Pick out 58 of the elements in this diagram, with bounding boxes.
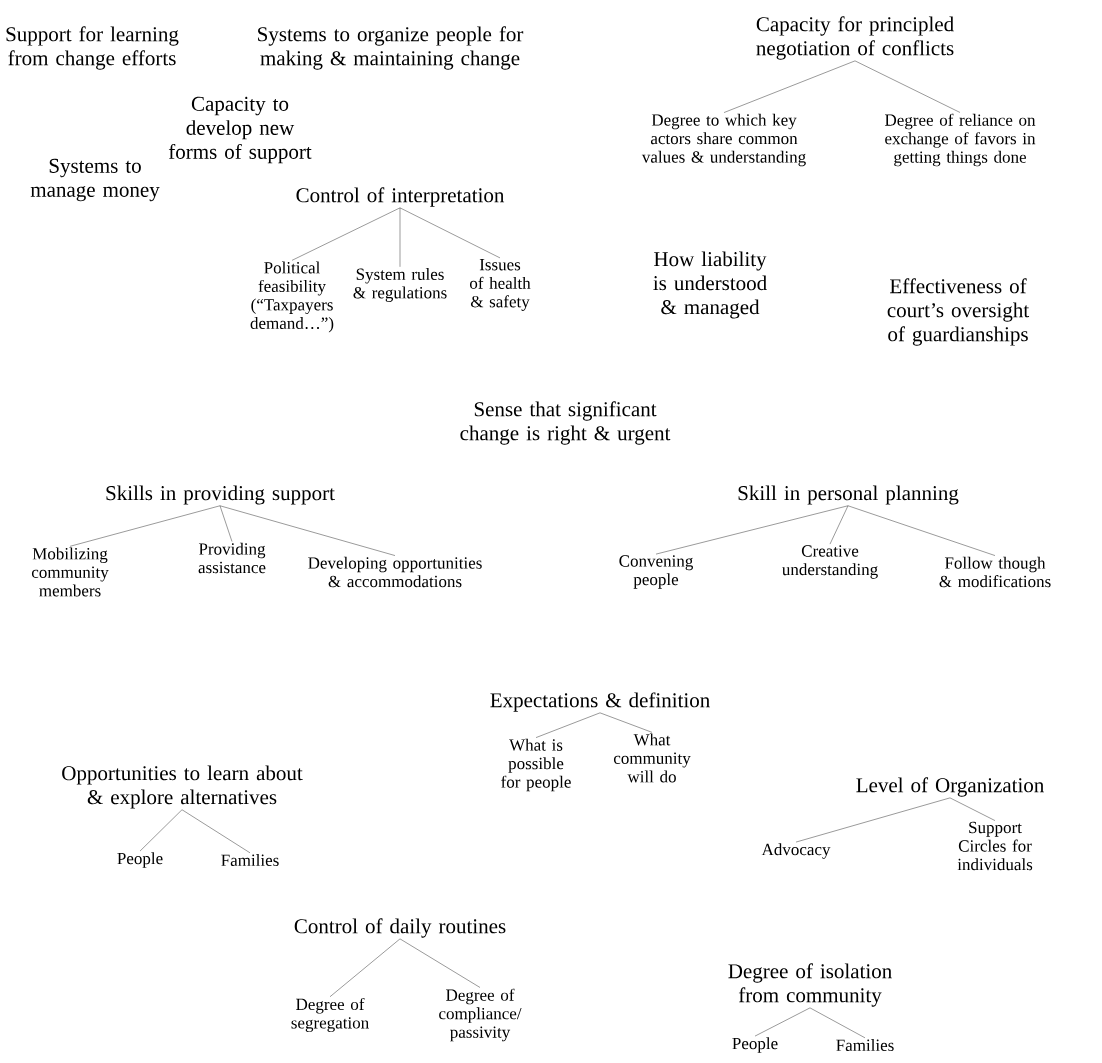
connector-line (291, 207, 401, 261)
text-label: Systems to organize people for making & maintaining change (258, 26, 524, 70)
text-label: How liability is understood & managed (653, 251, 767, 319)
connector-line (599, 712, 653, 733)
text-label: Political feasibility (“Taxpayers demand…”) (250, 261, 334, 333)
text-label: Effectiveness of court’s oversight of guardianships (887, 278, 1030, 346)
text-label: Skills in providing support (106, 485, 335, 505)
text-label: System rules & regulations (353, 268, 447, 302)
connector-line (139, 809, 183, 852)
text-label: Degree of reliance on exchange of favors in getting things done (885, 113, 1036, 167)
connector-line (829, 505, 849, 545)
connector-line (535, 712, 601, 738)
text-label: Systems to manage money (30, 158, 160, 202)
text-label: Capacity for principled negotiation of conflicts (756, 16, 954, 60)
text-label: Support Circles for individuals (957, 821, 1033, 871)
connector-line (809, 1007, 866, 1039)
text-label: Control of interpretation (296, 187, 505, 207)
text-label: Skill in personal planning (738, 485, 959, 505)
text-label: Support for learning from change efforts (6, 26, 179, 70)
connector-line (219, 505, 396, 556)
connector-line (219, 505, 233, 542)
connector-line (181, 809, 251, 854)
connector-line (847, 505, 996, 556)
text-label: What is possible for people (501, 738, 571, 792)
connector-line (723, 60, 856, 113)
text-label: Follow though & modifications (939, 556, 1051, 588)
connector-line (399, 207, 401, 267)
connector-line (399, 938, 481, 988)
connector-line (754, 1007, 811, 1037)
text-label: Families (221, 854, 279, 866)
connector-line (854, 60, 961, 113)
text-label: Convening people (619, 555, 693, 589)
text-label: Developing opportunities & accommodations (308, 556, 482, 588)
text-label: Issues of health & safety (469, 259, 531, 311)
text-label: Level of Organization (856, 777, 1044, 797)
connector-line (949, 797, 996, 821)
text-label: Degree to which key actors share common values & understanding (641, 113, 806, 167)
text-label: Capacity to develop new forms of support (168, 96, 312, 164)
connector-line (655, 505, 849, 555)
text-label: People (117, 852, 163, 868)
text-label: Degree of segregation (291, 997, 369, 1033)
text-label: Degree of isolation from community (728, 963, 892, 1007)
text-label: Expectations & definition (490, 692, 710, 712)
text-label: What community will do (613, 733, 691, 783)
text-label: Sense that significant change is right & urgent (460, 401, 671, 445)
connector-line (399, 207, 501, 259)
text-label: Degree of compliance/ passivity (439, 988, 522, 1042)
text-label: Opportunities to learn about & explore alternatives (62, 765, 303, 809)
text-label: Mobilizing community members (31, 547, 109, 597)
text-label: Advocacy (761, 843, 831, 859)
text-label: Creative understanding (782, 545, 878, 579)
text-label: Families (836, 1039, 894, 1051)
connector-line (69, 505, 221, 547)
text-label: People (732, 1037, 778, 1053)
connector-line (329, 938, 401, 997)
text-label: Providing assistance (198, 542, 266, 574)
text-label: Control of daily routines (294, 918, 506, 938)
connector-line (795, 797, 951, 843)
